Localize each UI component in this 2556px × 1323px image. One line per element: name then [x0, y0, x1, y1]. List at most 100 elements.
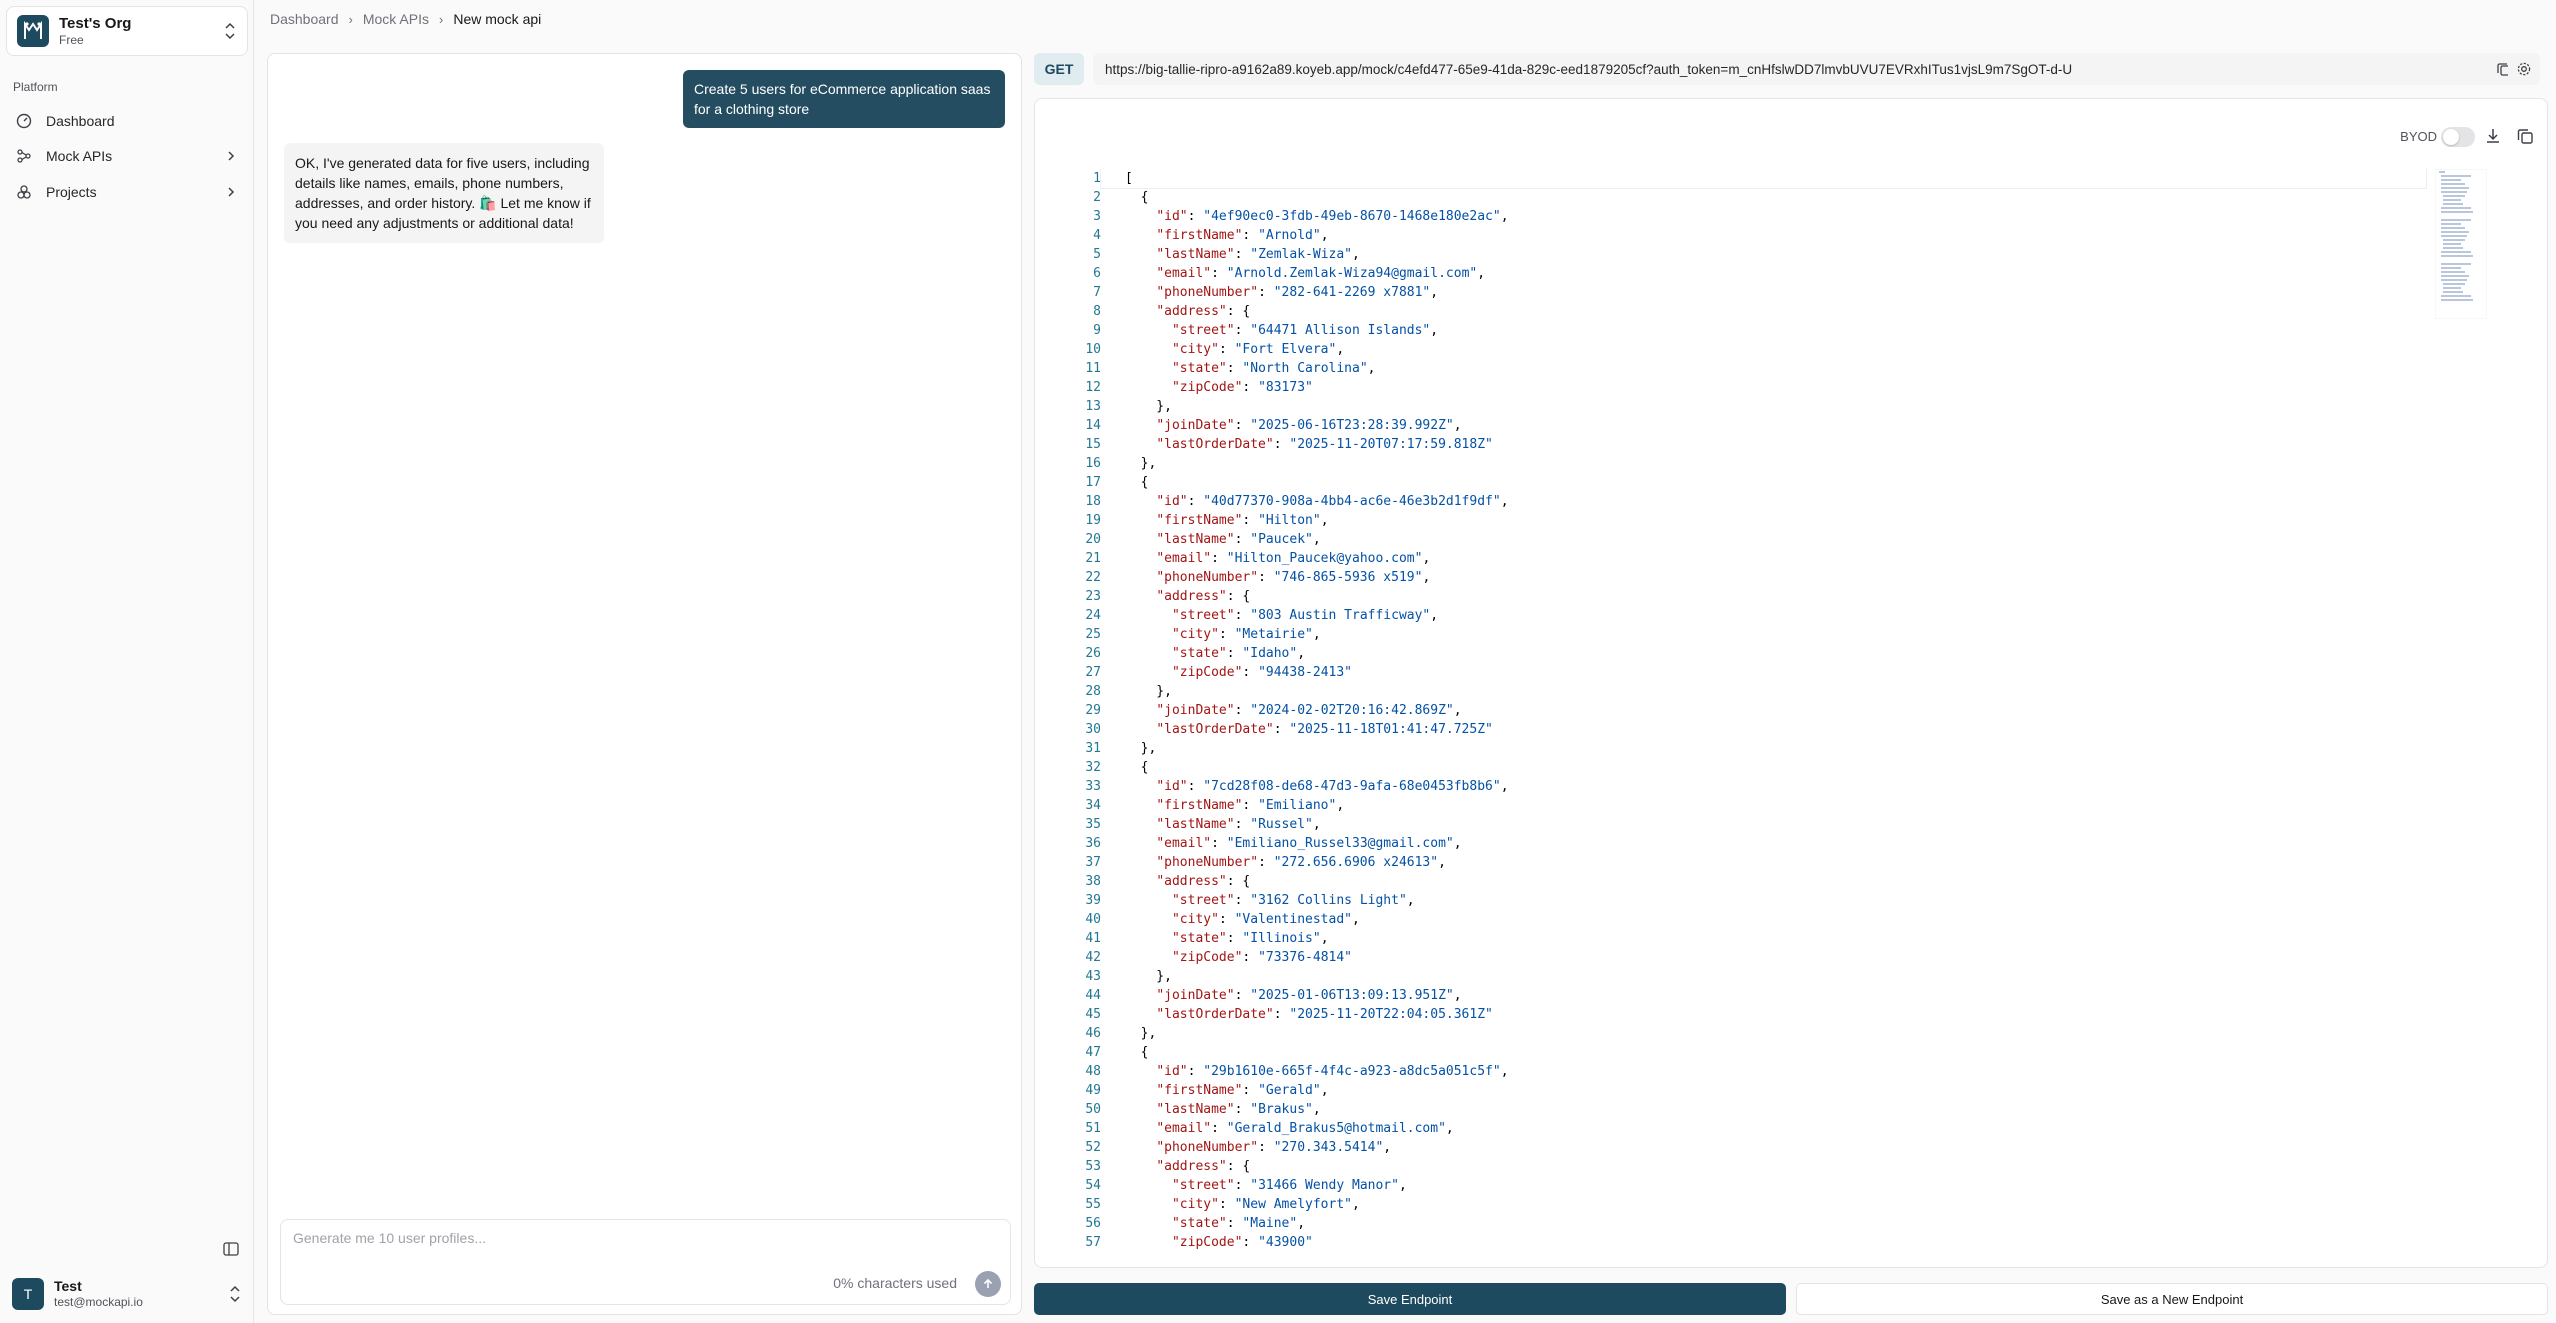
sidebar-item-mock-apis[interactable]: Mock APIs — [8, 141, 246, 171]
line-content: }, — [1125, 456, 1157, 471]
prompt-input[interactable] — [293, 1230, 993, 1246]
code-line[interactable]: 47 { — [1035, 1043, 2495, 1062]
line-content: "phoneNumber": "270.343.5414", — [1156, 1140, 1392, 1155]
breadcrumb-dashboard[interactable]: Dashboard — [270, 11, 339, 27]
code-line[interactable]: 23 "address": { — [1035, 587, 2495, 606]
code-line[interactable]: 19 "firstName": "Hilton", — [1035, 511, 2495, 530]
line-content: "phoneNumber": "746-865-5936 x519", — [1156, 570, 1431, 585]
code-line[interactable]: 12 "zipCode": "83173" — [1035, 378, 2495, 397]
chevron-right-icon: › — [348, 11, 353, 27]
line-number: 55 — [1085, 1197, 1101, 1212]
code-line[interactable]: 40 "city": "Valentinestad", — [1035, 910, 2495, 929]
code-line[interactable]: 8 "address": { — [1035, 302, 2495, 321]
code-line[interactable]: 25 "city": "Metairie", — [1035, 625, 2495, 644]
line-content: "id": "4ef90ec0-3fdb-49eb-8670-1468e180e… — [1156, 209, 1509, 224]
code-line[interactable]: 57 "zipCode": "43900" — [1035, 1233, 2495, 1249]
code-line[interactable]: 33 "id": "7cd28f08-de68-47d3-9afa-68e045… — [1035, 777, 2495, 796]
line-number: 32 — [1085, 760, 1101, 775]
line-number: 31 — [1085, 741, 1101, 756]
line-number: 56 — [1085, 1216, 1101, 1231]
code-line[interactable]: 32 { — [1035, 758, 2495, 777]
breadcrumb: Dashboard › Mock APIs › New mock api — [270, 11, 541, 27]
save-endpoint-button[interactable]: Save Endpoint — [1034, 1283, 1786, 1315]
settings-button[interactable] — [2508, 53, 2540, 85]
char-count: 0% characters used — [833, 1275, 957, 1291]
code-line[interactable]: 28 }, — [1035, 682, 2495, 701]
copy-icon[interactable] — [2515, 126, 2535, 146]
http-method-badge[interactable]: GET — [1034, 53, 1084, 85]
code-line[interactable]: 2 { — [1035, 188, 2495, 207]
code-line[interactable]: 6 "email": "Arnold.Zemlak-Wiza94@gmail.c… — [1035, 264, 2495, 283]
code-line[interactable]: 17 { — [1035, 473, 2495, 492]
save-as-new-endpoint-button[interactable]: Save as a New Endpoint — [1796, 1283, 2548, 1315]
json-code[interactable]: 1[2 {3 "id": "4ef90ec0-3fdb-49eb-8670-14… — [1035, 169, 2495, 1249]
code-line[interactable]: 27 "zipCode": "94438-2413" — [1035, 663, 2495, 682]
code-line[interactable]: 4 "firstName": "Arnold", — [1035, 226, 2495, 245]
code-line[interactable]: 52 "phoneNumber": "270.343.5414", — [1035, 1138, 2495, 1157]
code-line[interactable]: 42 "zipCode": "73376-4814" — [1035, 948, 2495, 967]
code-line[interactable]: 29 "joinDate": "2024-02-02T20:16:42.869Z… — [1035, 701, 2495, 720]
org-logo-icon — [17, 15, 49, 47]
code-line[interactable]: 13 }, — [1035, 397, 2495, 416]
line-number: 2 — [1093, 190, 1101, 205]
line-number: 37 — [1085, 855, 1101, 870]
code-line[interactable]: 50 "lastName": "Brakus", — [1035, 1100, 2495, 1119]
code-line[interactable]: 37 "phoneNumber": "272.656.6906 x24613", — [1035, 853, 2495, 872]
code-minimap[interactable] — [2435, 169, 2487, 319]
code-line[interactable]: 9 "street": "64471 Allison Islands", — [1035, 321, 2495, 340]
breadcrumb-mock-apis[interactable]: Mock APIs — [362, 11, 429, 27]
user-menu[interactable]: T Test test@mockapi.io — [6, 1271, 248, 1317]
code-line[interactable]: 30 "lastOrderDate": "2025-11-18T01:41:47… — [1035, 720, 2495, 739]
line-content: "address": { — [1156, 589, 1251, 604]
code-line[interactable]: 35 "lastName": "Russel", — [1035, 815, 2495, 834]
code-line[interactable]: 31 }, — [1035, 739, 2495, 758]
line-content: "lastName": "Zemlak-Wiza", — [1156, 247, 1360, 262]
line-content: }, — [1125, 969, 1172, 984]
code-line[interactable]: 43 }, — [1035, 967, 2495, 986]
code-line[interactable]: 16 }, — [1035, 454, 2495, 473]
line-content: "street": "3162 Collins Light", — [1171, 893, 1415, 908]
code-line[interactable]: 41 "state": "Illinois", — [1035, 929, 2495, 948]
org-switcher[interactable]: Test's Org Free — [6, 6, 248, 56]
code-line[interactable]: 49 "firstName": "Gerald", — [1035, 1081, 2495, 1100]
code-line[interactable]: 20 "lastName": "Paucek", — [1035, 530, 2495, 549]
sidebar-item-projects[interactable]: Projects — [8, 177, 246, 207]
code-line[interactable]: 1[ — [1035, 169, 2495, 189]
code-line[interactable]: 14 "joinDate": "2025-06-16T23:28:39.992Z… — [1035, 416, 2495, 435]
code-line[interactable]: 15 "lastOrderDate": "2025-11-20T07:17:59… — [1035, 435, 2495, 454]
org-plan: Free — [59, 32, 84, 47]
code-line[interactable]: 22 "phoneNumber": "746-865-5936 x519", — [1035, 568, 2495, 587]
code-line[interactable]: 46 }, — [1035, 1024, 2495, 1043]
code-line[interactable]: 7 "phoneNumber": "282-641-2269 x7881", — [1035, 283, 2495, 302]
code-line[interactable]: 45 "lastOrderDate": "2025-11-20T22:04:05… — [1035, 1005, 2495, 1024]
code-line[interactable]: 3 "id": "4ef90ec0-3fdb-49eb-8670-1468e18… — [1035, 207, 2495, 226]
sidebar-collapse-icon[interactable] — [222, 1240, 240, 1258]
code-line[interactable]: 56 "state": "Maine", — [1035, 1214, 2495, 1233]
code-line[interactable]: 54 "street": "31466 Wendy Manor", — [1035, 1176, 2495, 1195]
code-line[interactable]: 38 "address": { — [1035, 872, 2495, 891]
code-line[interactable]: 21 "email": "Hilton_Paucek@yahoo.com", — [1035, 549, 2495, 568]
send-button[interactable] — [975, 1271, 1001, 1297]
prompt-composer: 0% characters used — [280, 1219, 1011, 1305]
sidebar-item-dashboard[interactable]: Dashboard — [8, 106, 246, 136]
code-line[interactable]: 44 "joinDate": "2025-01-06T13:09:13.951Z… — [1035, 986, 2495, 1005]
code-line[interactable]: 18 "id": "40d77370-908a-4bb4-ac6e-46e3b2… — [1035, 492, 2495, 511]
download-icon[interactable] — [2483, 126, 2503, 146]
code-line[interactable]: 26 "state": "Idaho", — [1035, 644, 2495, 663]
code-line[interactable]: 53 "address": { — [1035, 1157, 2495, 1176]
line-content: "phoneNumber": "282-641-2269 x7881", — [1156, 285, 1439, 300]
code-line[interactable]: 5 "lastName": "Zemlak-Wiza", — [1035, 245, 2495, 264]
line-content: "email": "Arnold.Zemlak-Wiza94@gmail.com… — [1156, 266, 1486, 281]
code-line[interactable]: 24 "street": "803 Austin Trafficway", — [1035, 606, 2495, 625]
line-content: "state": "Illinois", — [1171, 931, 1329, 946]
code-line[interactable]: 48 "id": "29b1610e-665f-4f4c-a923-a8dc5a… — [1035, 1062, 2495, 1081]
code-line[interactable]: 39 "street": "3162 Collins Light", — [1035, 891, 2495, 910]
code-line[interactable]: 34 "firstName": "Emiliano", — [1035, 796, 2495, 815]
line-number: 13 — [1085, 399, 1101, 414]
code-line[interactable]: 51 "email": "Gerald_Brakus5@hotmail.com"… — [1035, 1119, 2495, 1138]
code-line[interactable]: 36 "email": "Emiliano_Russel33@gmail.com… — [1035, 834, 2495, 853]
byod-toggle[interactable] — [2441, 127, 2475, 147]
code-line[interactable]: 10 "city": "Fort Elvera", — [1035, 340, 2495, 359]
code-line[interactable]: 11 "state": "North Carolina", — [1035, 359, 2495, 378]
code-line[interactable]: 55 "city": "New Amelyfort", — [1035, 1195, 2495, 1214]
